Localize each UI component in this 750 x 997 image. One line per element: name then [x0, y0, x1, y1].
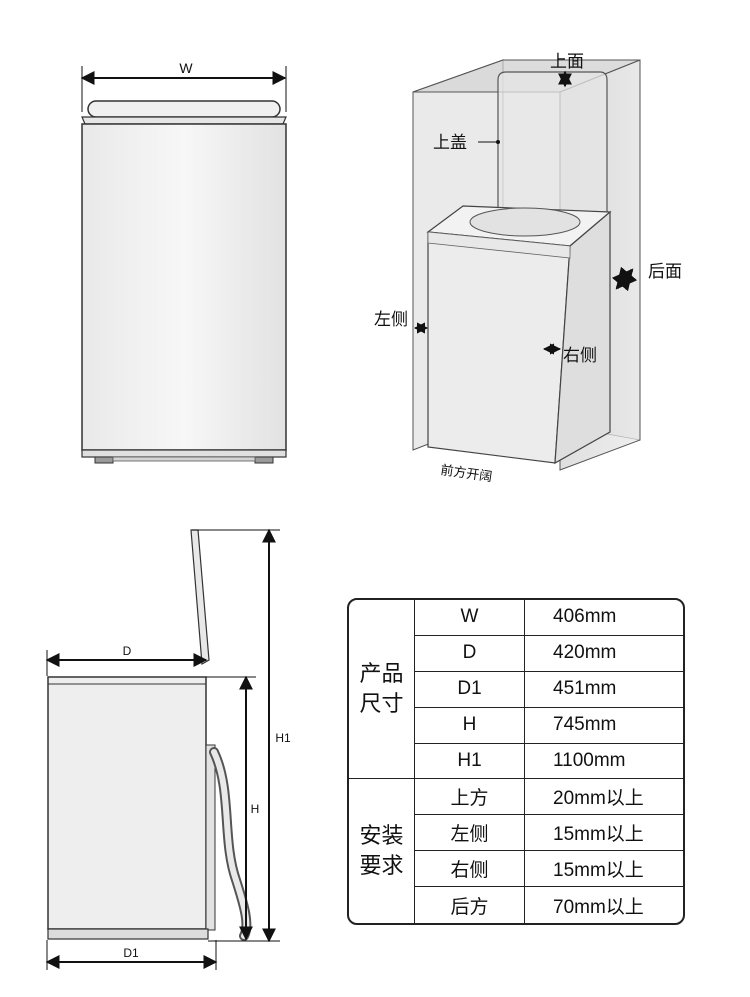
spec-value-d: 420mm — [525, 636, 683, 672]
washer-front-face — [427, 231, 571, 464]
side-body — [47, 676, 207, 930]
spec-key-h: H — [415, 707, 525, 744]
front-base — [81, 449, 287, 458]
depth-label: D — [123, 644, 132, 658]
install-key-top: 上方 — [415, 779, 525, 816]
spec-key-d: D — [415, 635, 525, 672]
spec-key-d1: D1 — [415, 671, 525, 708]
spec-value-w: 406mm — [525, 600, 683, 636]
install-value-back: 70mm以上 — [553, 896, 644, 918]
left-clearance-label: 左侧 — [374, 310, 408, 329]
spec-value-h: 745mm — [525, 708, 683, 744]
washer-side-face — [554, 210, 611, 465]
spec-key-w: W — [415, 600, 525, 636]
clearance-view: 上面 上盖 后面 左侧 右侧 前方开阔 — [374, 52, 682, 484]
spec-value-d1: 451mm — [525, 672, 683, 708]
lid-label: 上盖 — [433, 133, 467, 152]
top-clearance-label: 上面 — [550, 52, 584, 71]
product-size-group-label: 产品尺寸 — [349, 600, 415, 780]
back-clearance-label: 后面 — [648, 262, 682, 281]
side-view: D D1 H H1 — [45, 528, 291, 970]
install-key-left: 左侧 — [415, 815, 525, 852]
side-back-panel — [205, 744, 216, 931]
washer-control-strip — [427, 231, 571, 259]
side-base — [47, 928, 209, 940]
front-lid — [87, 100, 281, 118]
lid-leader-dot — [496, 140, 500, 144]
front-view: W — [80, 60, 287, 464]
depth1-label: D1 — [123, 946, 139, 960]
front-base-plinth — [112, 456, 256, 462]
install-requirement-group-label: 安装要求 — [349, 779, 415, 923]
spec-key-h1: H1 — [415, 743, 525, 780]
height-label: H — [251, 802, 260, 816]
open-lid — [497, 71, 608, 213]
front-foot-right — [254, 456, 274, 464]
spec-table: 产品尺寸 W 406mm D 420mm D1 451mm H 745mm H1… — [347, 598, 685, 925]
spec-value-h1: 1100mm — [525, 744, 683, 780]
side-open-lid — [190, 529, 210, 665]
install-value-left: 15mm以上 — [525, 815, 683, 852]
install-key-right: 右侧 — [415, 851, 525, 888]
front-clearance-label: 前方开阔 — [440, 462, 494, 484]
front-foot-left — [94, 456, 114, 464]
back-clearance-arrow — [611, 266, 638, 292]
install-value-right: 15mm以上 — [525, 851, 683, 888]
height1-label: H1 — [275, 731, 291, 745]
washer-drum-opening — [469, 207, 581, 237]
install-value-top: 20mm以上 — [525, 779, 683, 816]
front-top-panel — [81, 116, 287, 125]
install-key-back: 后方 — [415, 887, 525, 923]
right-clearance-label: 右侧 — [563, 346, 597, 365]
width-label: W — [179, 60, 193, 76]
front-body — [81, 123, 287, 451]
